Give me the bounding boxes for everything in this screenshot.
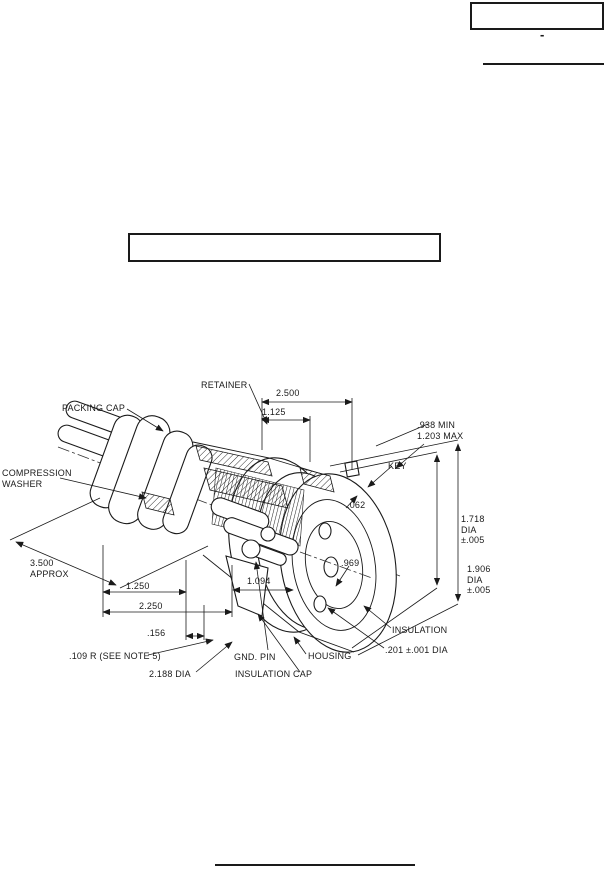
- packing-cap-label: PACKING CAP: [62, 403, 126, 413]
- dim-156: .156: [147, 628, 166, 638]
- dim-109-r-note-5: .109 R (SEE NOTE 5): [69, 651, 161, 661]
- dim-1-125: 1.125: [262, 407, 286, 417]
- dim-1-718-dia: 1.718 DIA ±.005: [461, 514, 485, 545]
- title-block-box: [470, 2, 604, 30]
- dim-3-500-approx: 3.500 APPROX: [30, 558, 69, 579]
- dim-062: .062: [347, 500, 366, 510]
- leader-lines: [59, 383, 392, 673]
- front-face-details: [291, 460, 377, 631]
- dim-2-500: 2.500: [276, 388, 300, 398]
- dimension-lines: [9, 398, 462, 656]
- note-box: [128, 233, 441, 262]
- footer-rule: [215, 864, 415, 866]
- dim-1-906-dia: 1.906 DIA ±.005: [467, 564, 491, 595]
- dim-938-min-1-203-max: .938 MIN 1.203 MAX: [417, 420, 464, 441]
- retainer-label: RETAINER: [201, 380, 248, 390]
- dim-969: .969: [341, 558, 360, 568]
- dim-2-250: 2.250: [139, 601, 163, 611]
- gnd-pin-label: GND. PIN: [234, 652, 276, 662]
- dim-1-094: 1.094: [247, 576, 271, 586]
- title-dash: -: [540, 27, 545, 42]
- compression-washer-label: COMPRESSION WASHER: [2, 468, 72, 489]
- housing-label: HOUSING: [308, 651, 352, 661]
- insulation-cap-label: INSULATION CAP: [235, 669, 313, 679]
- dim-2-188-dia: 2.188 DIA: [149, 669, 191, 679]
- key-label: KEY: [388, 461, 407, 471]
- header-rule: [483, 63, 604, 65]
- insulation-label: INSULATION: [392, 625, 448, 635]
- dim-1-250: 1.250: [126, 581, 150, 591]
- dim-201-dia: .201 ±.001 DIA: [385, 645, 448, 655]
